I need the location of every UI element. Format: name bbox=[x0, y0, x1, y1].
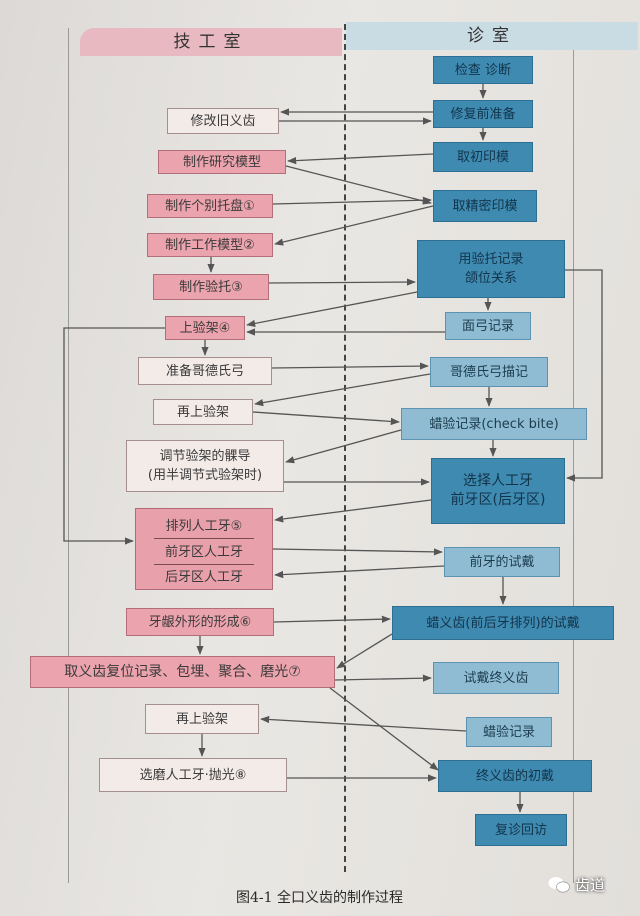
arrange-teeth-title: 排列人工牙⑤ bbox=[165, 519, 243, 534]
arrow-checkbite-to-adjust bbox=[285, 429, 402, 464]
lab-grind-polish: 选磨人工牙·抛光⑧ bbox=[99, 758, 287, 792]
arrow-articulator-to-group bbox=[63, 327, 165, 545]
arrow-final-to-workmodel bbox=[274, 205, 434, 246]
clinic-final-impression: 取精密印模 bbox=[433, 190, 537, 222]
arrow-wax-to-processing bbox=[336, 633, 393, 669]
clinic-final-tryin: 试戴终义齿 bbox=[433, 662, 559, 694]
arrow-select-to-group bbox=[274, 499, 432, 523]
clinic-check-bite: 蜡验记录(check bite) bbox=[401, 408, 587, 440]
watermark: 齿道 bbox=[548, 874, 605, 895]
group-separator-2 bbox=[154, 564, 254, 565]
clinic-wax-record: 蜡验记录 bbox=[466, 717, 552, 747]
lab-column-header: 技工室 bbox=[80, 28, 342, 56]
group-separator-1 bbox=[154, 538, 254, 539]
arrow-anterior-to-tryin bbox=[272, 548, 443, 556]
arrow-record-to-select bbox=[565, 269, 603, 482]
clinic-select-teeth: 选择人工牙 前牙区(后牙区) bbox=[431, 458, 565, 524]
clinic-initial-delivery: 终义齿的初戴 bbox=[438, 760, 592, 792]
arrow-tryin-to-posterior bbox=[274, 565, 445, 579]
clinic-wax-denture-tryin: 蜡义齿(前后牙排列)的试戴 bbox=[392, 606, 614, 640]
select-line-1: 选择人工牙 bbox=[463, 473, 533, 489]
clinic-jaw-relation-record: 用验托记录 颌位关系 bbox=[417, 240, 565, 298]
arrow-biterim-to-record bbox=[268, 278, 416, 286]
lab-arrange-teeth-group: 排列人工牙⑤ 前牙区人工牙 后牙区人工牙 bbox=[135, 508, 273, 590]
posterior-teeth-label: 后牙区人工牙 bbox=[164, 570, 243, 585]
clinic-exam-diagnosis: 检查 诊断 bbox=[433, 56, 533, 84]
lab-study-model: 制作研究模型 bbox=[158, 150, 286, 174]
lab-modify-old-denture: 修改旧义齿 bbox=[167, 108, 279, 134]
clinic-facebow-record: 面弓记录 bbox=[445, 312, 531, 340]
clinic-column-header: 诊室 bbox=[346, 22, 638, 50]
lab-work-model: 制作工作模型② bbox=[147, 233, 273, 257]
watermark-text: 齿道 bbox=[575, 876, 606, 894]
anterior-teeth-label: 前牙区人工牙 bbox=[164, 545, 243, 560]
lab-processing: 取义齿复位记录、包埋、聚合、磨光⑦ bbox=[30, 656, 335, 688]
lab-gingiva-formation: 牙龈外形的形成⑥ bbox=[126, 608, 274, 636]
arrow-trace-to-remount bbox=[254, 373, 431, 407]
figure-caption: 图4-1 全口义齿的制作过程 bbox=[236, 890, 403, 906]
record-line-2: 颌位关系 bbox=[464, 271, 517, 286]
arrow-record-to-articulator bbox=[246, 291, 418, 328]
clinic-followup: 复诊回访 bbox=[475, 814, 567, 846]
clinic-anterior-tryin: 前牙的试戴 bbox=[444, 547, 560, 577]
clinic-gothic-arch-trace: 哥德氏弓描记 bbox=[430, 357, 548, 387]
arrow-gothicprep-to-trace bbox=[271, 362, 429, 370]
arrow-gingiva-to-wax bbox=[273, 615, 391, 623]
diagram-frame bbox=[68, 28, 574, 883]
record-line-1: 用验托记录 bbox=[458, 252, 524, 267]
arrow-waxrecord-to-remount2 bbox=[260, 715, 467, 732]
lab-bite-rim: 制作验托③ bbox=[153, 274, 269, 300]
arrow-customtray-to-final bbox=[272, 196, 432, 205]
adjust-guide-line-2: (用半调节式验架时) bbox=[147, 468, 263, 483]
arrow-processing-to-delivery bbox=[329, 687, 439, 771]
lab-adjust-condylar-guide: 调节验架的髁导 (用半调节式验架时) bbox=[126, 440, 284, 492]
lab-remount-2: 再上验架 bbox=[145, 704, 259, 734]
column-divider bbox=[344, 24, 346, 872]
wechat-icon bbox=[548, 876, 570, 892]
arrow-prelim-to-studymodel bbox=[287, 153, 434, 165]
clinic-pre-restoration: 修复前准备 bbox=[433, 100, 533, 128]
arrow-remount-to-checkbite bbox=[252, 411, 400, 426]
adjust-guide-line-1: 调节验架的髁导 bbox=[159, 449, 251, 464]
lab-remount: 再上验架 bbox=[153, 399, 253, 425]
lab-custom-tray: 制作个别托盘① bbox=[147, 194, 273, 218]
lab-articulator-mount: 上验架④ bbox=[165, 316, 245, 340]
arrow-studymodel-to-final bbox=[285, 165, 432, 205]
select-line-2: 前牙区(后牙区) bbox=[450, 492, 546, 508]
arrow-processing-to-final bbox=[334, 674, 432, 682]
clinic-prelim-impression: 取初印模 bbox=[433, 142, 533, 172]
lab-gothic-arch-prep: 准备哥德氏弓 bbox=[138, 357, 272, 385]
